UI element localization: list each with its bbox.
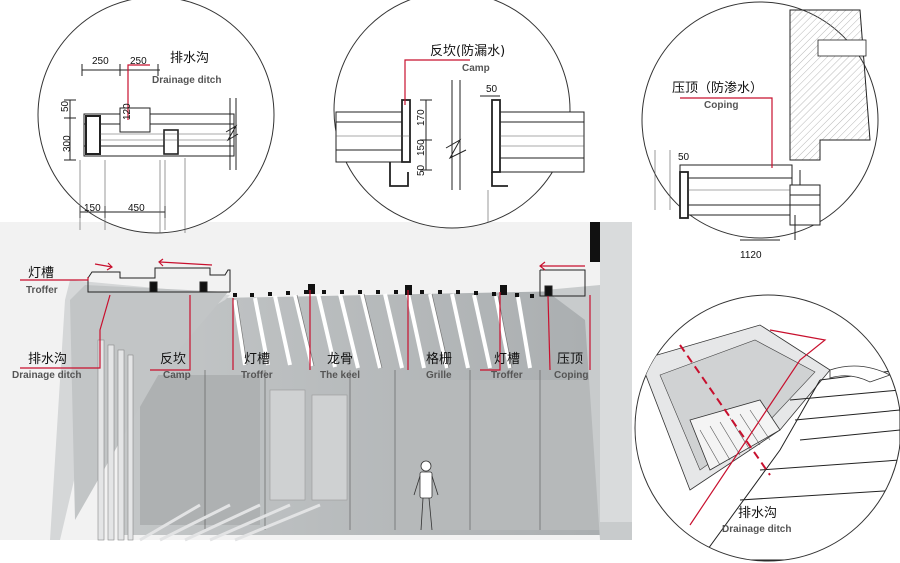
label-troffer-right-cn: 灯槽 <box>494 352 520 367</box>
dim-300: 300 <box>62 135 73 152</box>
dim-50-coping: 50 <box>678 152 690 163</box>
dim-50: 50 <box>60 100 71 112</box>
pavilion-perspective: 灯槽 Troffer 排水沟 Drainage ditch 反坎 Camp 灯槽… <box>0 222 632 542</box>
label-coping-cn: 压顶 <box>557 352 583 367</box>
label-camp-cn: 反坎 <box>160 352 186 367</box>
label-coping-en: Coping <box>554 370 588 381</box>
dim-50-side: 50 <box>416 164 427 176</box>
dim-50-top: 50 <box>486 84 498 95</box>
detail-coping: 压顶（防渗水） Coping 50 1120 <box>641 1 879 261</box>
label-grille-cn: 格栅 <box>426 351 452 367</box>
label-troffer-mid-cn: 灯槽 <box>244 352 270 367</box>
label-troffer-left-en: Troffer <box>26 285 58 296</box>
label-drainage-cn: 排水沟 <box>28 352 67 367</box>
detail-4-label-en: Drainage ditch <box>722 524 791 535</box>
dim-150-side: 150 <box>416 139 427 156</box>
dim-120: 120 <box>122 103 133 120</box>
dim-250-b: 250 <box>130 56 147 67</box>
label-troffer-mid-en: Troffer <box>241 370 273 381</box>
detail-drainage-ditch: 250 250 50 300 120 150 450 排水沟 Drainage … <box>37 0 275 234</box>
detail-3-label-en: Coping <box>704 100 738 111</box>
dim-170: 170 <box>416 109 427 126</box>
label-troffer-right-en: Troffer <box>491 370 523 381</box>
roof-flow-arrows <box>94 258 585 271</box>
detail-3-label-cn: 压顶（防渗水） <box>672 80 763 96</box>
label-keel-en: The keel <box>320 370 360 381</box>
human-figure <box>413 460 439 531</box>
detail-2-label-cn: 反坎(防漏水) <box>430 43 505 59</box>
dim-250-a: 250 <box>92 56 109 67</box>
dim-1120: 1120 <box>740 250 762 261</box>
label-camp-en: Camp <box>163 370 191 381</box>
detail-1-label-en: Drainage ditch <box>152 75 221 86</box>
detail-camp: 反坎(防漏水) Camp 50 170 150 50 <box>333 0 585 229</box>
main-leader-lines <box>20 277 591 371</box>
dim-150: 150 <box>84 203 101 214</box>
label-drainage-en: Drainage ditch <box>12 370 81 381</box>
label-grille-en: Grille <box>426 370 452 381</box>
detail-4-label-cn: 排水沟 <box>738 506 777 521</box>
dim-450: 450 <box>128 203 145 214</box>
detail-2-label-en: Camp <box>462 63 490 74</box>
detail-1-label-cn: 排水沟 <box>170 51 209 66</box>
label-keel-cn: 龙骨 <box>327 352 353 367</box>
label-troffer-left-cn: 灯槽 <box>28 266 54 281</box>
detail-drainage-ditch-perspective: 排水沟 Drainage ditch <box>634 294 900 562</box>
